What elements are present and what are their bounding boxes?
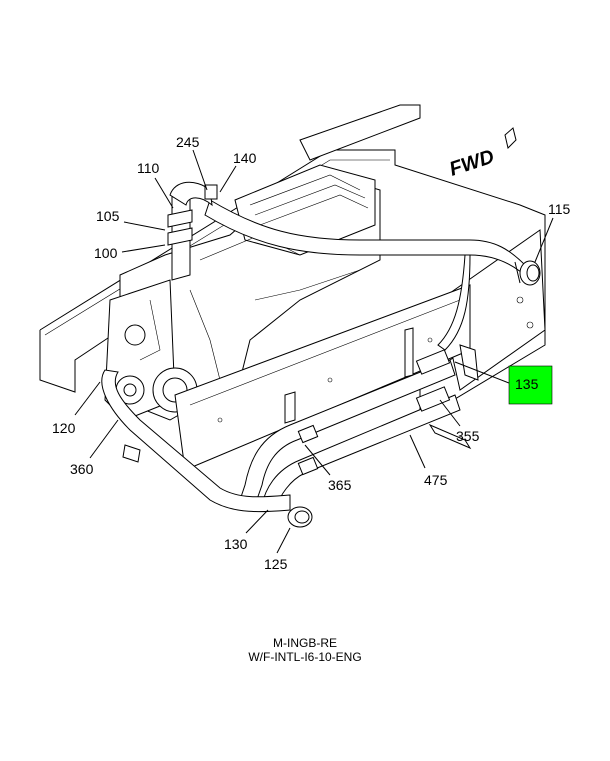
callout-115[interactable]: 115 xyxy=(548,201,571,217)
callouts: 245 140 110 105 100 115 135 120 360 355 … xyxy=(52,134,571,572)
callout-120[interactable]: 120 xyxy=(52,420,76,436)
fwd-label: FWD xyxy=(447,146,497,181)
callout-110[interactable]: 110 xyxy=(137,160,160,176)
callout-100[interactable]: 100 xyxy=(94,245,118,261)
callout-365[interactable]: 365 xyxy=(328,477,352,493)
fwd-arrow-icon xyxy=(504,127,517,149)
callout-135-highlight[interactable] xyxy=(508,365,553,405)
callout-135[interactable]: 135 xyxy=(515,376,539,392)
caption-line-1: M-INGB-RE xyxy=(273,636,337,650)
callout-475[interactable]: 475 xyxy=(424,472,448,488)
return-tube xyxy=(437,254,471,351)
callout-360[interactable]: 360 xyxy=(70,461,94,477)
callout-140[interactable]: 140 xyxy=(233,150,257,166)
fwd-marker: FWD xyxy=(447,127,517,181)
callout-245[interactable]: 245 xyxy=(176,134,200,150)
callout-125[interactable]: 125 xyxy=(264,556,288,572)
caption-line-2: W/F-INTL-I6-10-ENG xyxy=(248,650,362,664)
callout-355[interactable]: 355 xyxy=(456,428,480,444)
riser-pipe xyxy=(167,181,218,281)
callout-105[interactable]: 105 xyxy=(96,208,120,224)
callout-130[interactable]: 130 xyxy=(224,536,248,552)
cross-member xyxy=(174,284,471,471)
lower-coolant-pipes xyxy=(101,327,479,528)
leader-lines xyxy=(74,149,554,554)
upper-coolant-tube xyxy=(204,199,541,286)
